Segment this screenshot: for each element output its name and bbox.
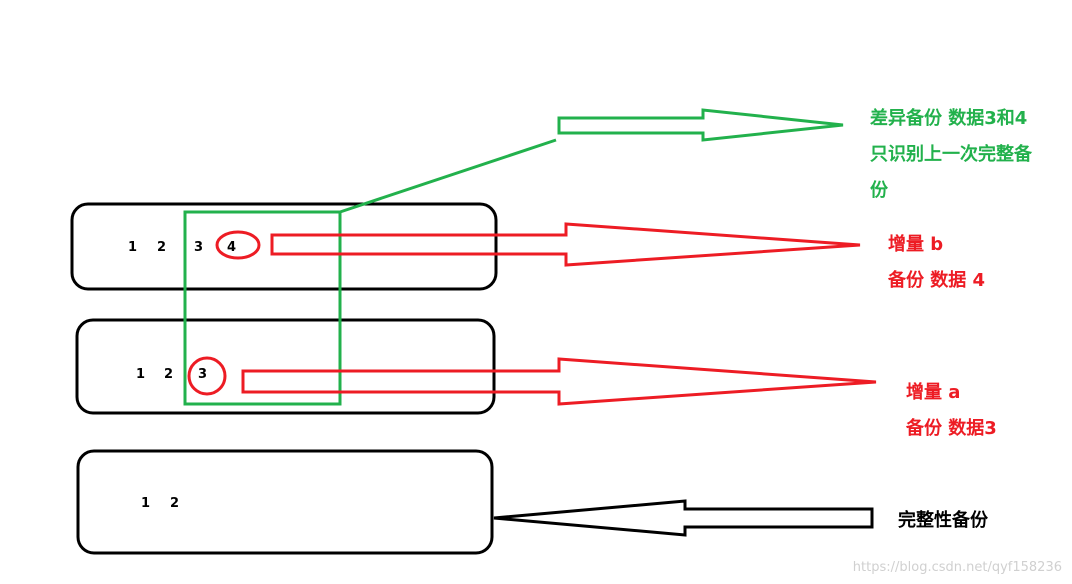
differential-connector-line xyxy=(339,138,557,214)
full-backup-label: 完整性备份 xyxy=(898,509,989,531)
differential-label-line2: 只识别上一次完整备 xyxy=(870,143,1033,165)
top-number-1: 1 xyxy=(128,240,137,255)
backup-box-middle xyxy=(75,318,496,415)
full-backup-arrow xyxy=(493,499,874,537)
middle-number-1: 1 xyxy=(136,367,145,382)
middle-number-3: 3 xyxy=(198,367,207,382)
top-number-3: 3 xyxy=(194,240,203,255)
incremental-b-label-line1: 增量 b xyxy=(888,233,943,255)
incremental-b-arrow xyxy=(270,222,861,267)
backup-box-bottom xyxy=(76,449,494,555)
top-number-2: 2 xyxy=(157,240,166,255)
incremental-a-label-line1: 增量 a xyxy=(906,381,960,403)
differential-arrow xyxy=(557,108,844,142)
top-circle-highlight xyxy=(215,230,261,260)
incremental-a-arrow xyxy=(241,357,877,406)
middle-number-2: 2 xyxy=(164,367,173,382)
bottom-number-2: 2 xyxy=(170,496,179,511)
bottom-number-1: 1 xyxy=(141,496,150,511)
middle-circle-highlight xyxy=(187,356,227,396)
incremental-a-label-line2: 备份 数据3 xyxy=(905,417,997,439)
watermark: https://blog.csdn.net/qyf158236 xyxy=(853,560,1062,575)
top-number-4: 4 xyxy=(227,240,236,255)
differential-selection-box xyxy=(183,210,342,406)
differential-label-line1: 差异备份 数据3和4 xyxy=(870,107,1027,129)
backup-box-top xyxy=(70,202,498,291)
incremental-b-label-line2: 备份 数据 4 xyxy=(887,269,985,291)
differential-label-line3: 份 xyxy=(870,179,889,201)
